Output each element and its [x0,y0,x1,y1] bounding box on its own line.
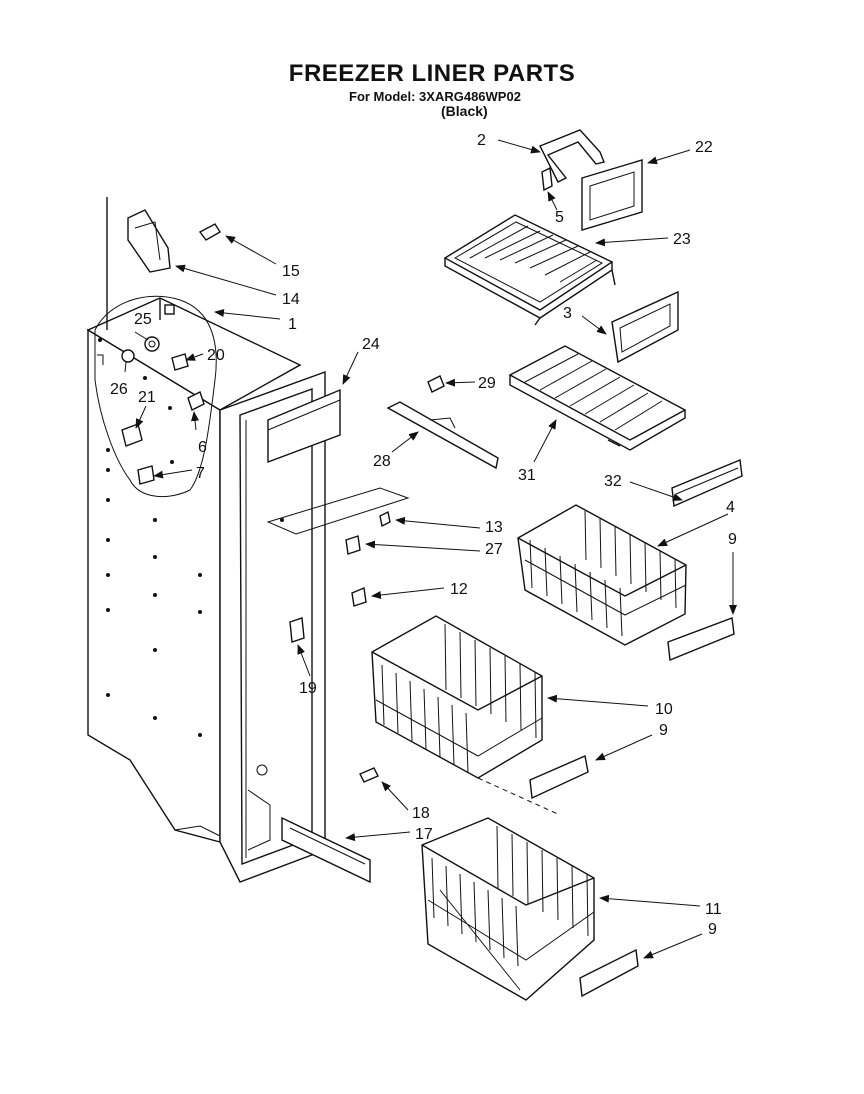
callout-3: 3 [563,305,572,322]
callout-leaders [124,139,737,959]
callout-4: 4 [726,499,735,516]
callout-15: 15 [282,263,300,280]
callout-12: 12 [450,581,468,598]
callout-23: 23 [673,231,691,248]
trim-part-9-middle [529,755,589,800]
callout-9-b: 9 [659,722,668,739]
screw-part-5 [541,166,553,192]
callout-26: 26 [110,381,128,398]
callout-17: 17 [415,826,433,843]
callout-24: 24 [362,336,380,353]
callout-9-c: 9 [708,921,717,938]
wire-shelf-part-23 [443,214,616,326]
callout-11: 11 [705,901,722,918]
trim-part-9-lower [579,948,639,998]
callout-14: 14 [282,291,300,308]
callout-21: 21 [138,389,156,406]
callout-32: 32 [604,473,622,490]
screw-part-29 [427,375,445,393]
wire-shelf-part-31 [508,345,687,451]
frame-part-3 [611,290,679,364]
callout-5: 5 [555,209,564,226]
callout-9-a: 9 [728,531,737,548]
callout-numbers: 1 2 3 4 5 6 7 9 9 9 10 11 12 13 14 15 17… [110,132,737,938]
color-line: (Black) [441,103,488,119]
trim-part-17 [281,816,371,884]
callout-28: 28 [373,453,391,470]
callout-25: 25 [134,311,152,328]
basket-part-4 [517,504,687,646]
basket-part-11 [421,817,595,1001]
callout-7: 7 [196,465,205,482]
frame-part-22 [581,159,643,231]
internal-small-parts [97,304,205,485]
plate-part-13-27 [266,487,410,555]
callout-13: 13 [485,519,503,536]
trim-part-24 [267,388,341,464]
callout-6: 6 [198,439,207,456]
callout-18: 18 [412,805,430,822]
screw-part-15 [198,223,221,241]
basket-part-10 [371,615,561,816]
freezer-liner-cabinet [86,295,326,883]
callout-31: 31 [518,467,536,484]
liner-dot-pattern [106,448,202,737]
callout-27: 27 [485,541,503,558]
model-line: For Model: 3XARG486WP02 [349,89,521,104]
diagram-title: FREEZER LINER PARTS [288,60,576,87]
callout-22: 22 [695,139,713,156]
callout-1: 1 [288,316,297,333]
callout-29: 29 [478,375,496,392]
callout-10: 10 [655,701,673,718]
part-12 [351,587,367,607]
bracket-part-2 [539,129,605,183]
screw-part-18 [359,767,379,783]
callout-20: 20 [207,347,225,364]
callout-2: 2 [477,132,486,149]
trim-part-9-upper [667,617,735,661]
bracket-part-28 [386,401,499,470]
clip-part-19 [289,617,305,643]
bracket-part-14 [127,209,171,273]
callout-19: 19 [299,680,317,697]
